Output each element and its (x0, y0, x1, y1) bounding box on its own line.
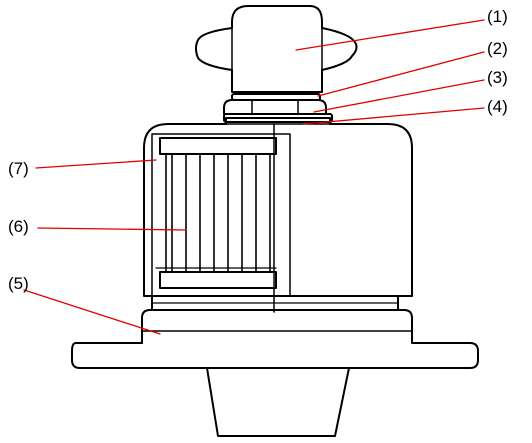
leader-7 (35, 159, 157, 169)
element-top-plate (159, 137, 277, 155)
wing-knob (195, 5, 358, 93)
callout-2: (2) (487, 39, 508, 58)
leader-lines (23, 19, 485, 335)
base-flange (71, 309, 479, 369)
lower-shaft (206, 367, 350, 437)
leader-6 (37, 227, 187, 231)
lock-washer (231, 93, 321, 101)
callout-7: (7) (8, 159, 29, 178)
leader-5 (23, 289, 161, 335)
cutaway-window (151, 133, 291, 297)
leader-1 (295, 19, 485, 51)
callout-3: (3) (487, 68, 508, 87)
callout-4: (4) (487, 97, 508, 116)
callout-6: (6) (8, 217, 29, 236)
leader-2 (317, 51, 485, 97)
hex-nut (223, 99, 327, 115)
element-pleats (165, 153, 271, 273)
leader-4 (303, 107, 485, 125)
callout-5: (5) (8, 274, 29, 293)
callout-1: (1) (487, 7, 508, 26)
housing-body (143, 117, 413, 297)
element-bottom-plate (159, 271, 277, 289)
leader-3 (313, 79, 485, 113)
